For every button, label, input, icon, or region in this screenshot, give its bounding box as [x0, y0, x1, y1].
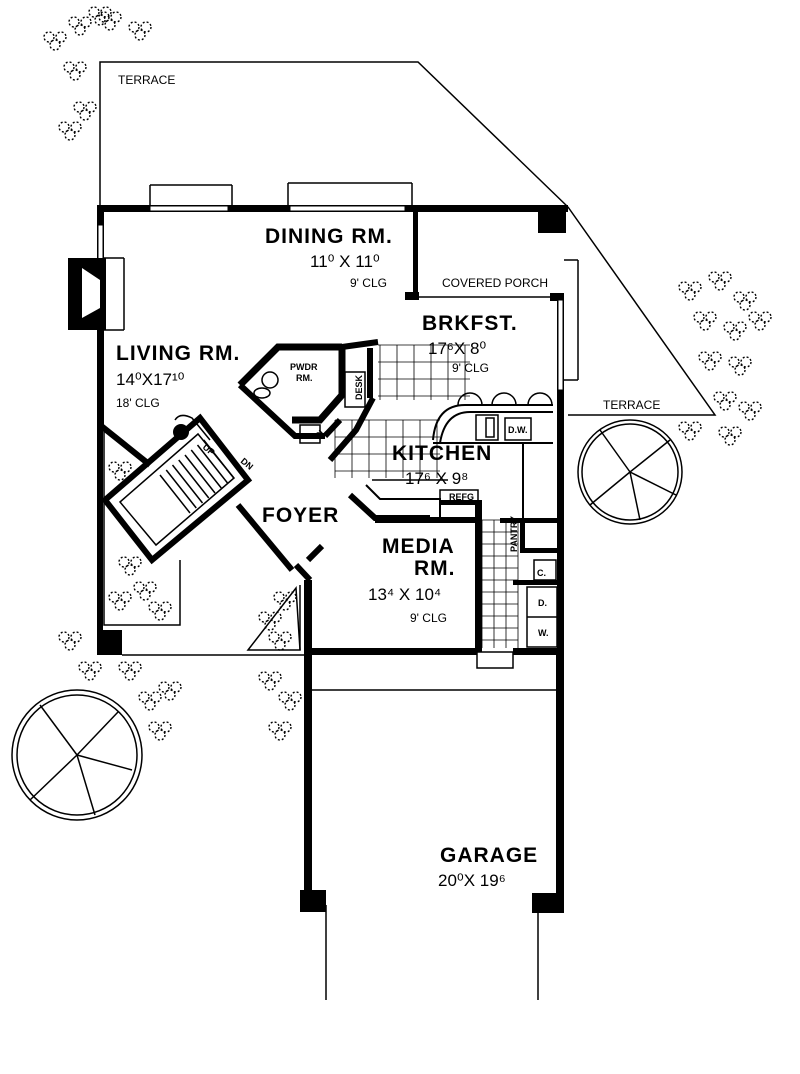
- dishwasher-label: D.W.: [508, 425, 528, 435]
- dining-room-dims: 11⁰ X 11⁰: [310, 252, 380, 271]
- kitchen-name: KITCHEN: [392, 442, 492, 465]
- shrub-plantings: [43, 6, 772, 741]
- dryer-label: D.: [538, 598, 547, 608]
- dining-room-ceiling: 9' CLG: [350, 276, 387, 290]
- closet-cl-label: CL: [312, 426, 328, 442]
- breakfast-name: BRKFST.: [422, 312, 518, 335]
- powder-room-label-2: RM.: [296, 373, 313, 383]
- media-room-name-1: MEDIA: [382, 535, 455, 558]
- refrigerator-label: REFG: [449, 492, 474, 502]
- closet-c-label: C.: [537, 568, 546, 578]
- media-room-dims: 13⁴ X 10⁴: [368, 585, 441, 604]
- terrace-right-label: TERRACE: [603, 398, 660, 412]
- kitchen-dims: 17⁶ X 9⁸: [405, 469, 468, 488]
- stair-up-label: UP: [201, 442, 217, 458]
- staircase: [98, 413, 295, 635]
- living-room-name: LIVING RM.: [116, 342, 240, 365]
- breakfast-dims: 17⁶X 8⁰: [428, 339, 486, 358]
- washer-label: W.: [538, 628, 549, 638]
- powder-room-walls: [237, 339, 379, 462]
- living-room-ceiling: 18' CLG: [116, 396, 160, 410]
- media-room-ceiling: 9' CLG: [410, 611, 447, 625]
- garage-dims: 20⁰X 19⁶: [438, 871, 506, 890]
- pantry-label: PANTRY: [509, 516, 519, 552]
- breakfast-ceiling: 9' CLG: [452, 361, 489, 375]
- foyer-label: FOYER: [262, 504, 339, 527]
- kitchen-tile-floor: [334, 344, 519, 648]
- media-room-walls: [293, 517, 563, 669]
- living-room-dims: 14⁰X17¹⁰: [116, 370, 185, 389]
- garage-name: GARAGE: [440, 844, 538, 867]
- garage-walls: [300, 655, 564, 1000]
- desk-label: DESK: [354, 374, 364, 400]
- media-room-name-2: RM.: [414, 557, 456, 580]
- powder-room-label-1: PWDR: [290, 362, 318, 372]
- tree-circle-right: [577, 419, 683, 525]
- dining-room-name: DINING RM.: [265, 225, 393, 248]
- terrace-right-outline: [567, 206, 717, 416]
- covered-porch-label: COVERED PORCH: [442, 276, 548, 290]
- terrace-top-outline: [99, 61, 569, 208]
- tree-circle-left: [11, 689, 143, 821]
- terrace-top-label: TERRACE: [118, 73, 175, 87]
- kitchen-counters: [347, 392, 560, 655]
- exterior-walls: [68, 182, 579, 656]
